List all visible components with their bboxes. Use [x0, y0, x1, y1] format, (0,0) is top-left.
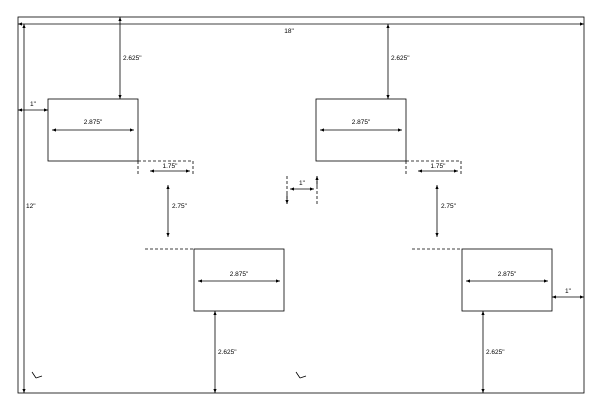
overall-height-label: 12" [26, 203, 36, 210]
bottom-offset-left-label: 2.625" [218, 349, 237, 356]
vertical-gap-right-label: 2.75" [441, 203, 457, 210]
vertical-gap-left-label: 2.75" [172, 203, 188, 210]
gap-right-guide-top [406, 160, 462, 176]
bottom-offset-right-label: 2.625" [486, 349, 505, 356]
gap-left-guide-top [138, 160, 194, 176]
box-top-right-width-label: 2.875" [352, 119, 371, 126]
center-gap-label: 1" [299, 180, 306, 187]
box-bottom-right [461, 248, 553, 312]
top-offset-left-label: 2.625" [123, 55, 142, 62]
box-top-left-width-label: 2.875" [84, 119, 103, 126]
horizontal-gap-left-label: 1.75" [163, 163, 179, 170]
sheet-border [17, 16, 585, 394]
right-margin-label: 1" [565, 288, 572, 295]
overall-width-label: 18" [284, 28, 294, 35]
box-bottom-left [193, 248, 285, 312]
top-offset-right-label: 2.625" [391, 55, 410, 62]
corner-mark-left [31, 371, 43, 379]
box-bottom-left-width-label: 2.875" [230, 271, 249, 278]
left-margin-label: 1" [30, 101, 37, 108]
box-bottom-right-width-label: 2.875" [498, 271, 517, 278]
corner-mark-center [295, 371, 307, 379]
horizontal-gap-right-label: 1.75" [431, 163, 447, 170]
